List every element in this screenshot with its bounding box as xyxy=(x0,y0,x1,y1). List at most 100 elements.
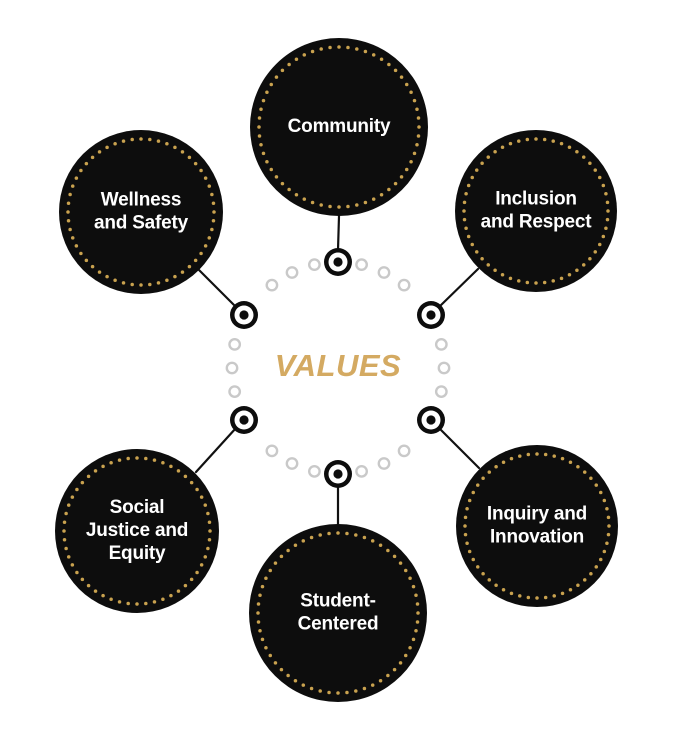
gold-dot xyxy=(101,464,105,469)
gold-dot xyxy=(310,200,315,205)
gold-dot xyxy=(86,474,91,479)
hub-upper-right[interactable] xyxy=(417,301,445,329)
gold-dot xyxy=(575,268,579,272)
gold-dot xyxy=(203,555,208,559)
gold-dot xyxy=(79,251,83,256)
gold-dot xyxy=(355,203,359,207)
gold-dot xyxy=(109,460,113,465)
gold-dot xyxy=(336,691,340,695)
ring-dot xyxy=(434,385,448,398)
gold-dot xyxy=(336,531,340,535)
gold-dot xyxy=(203,503,208,507)
gold-dot xyxy=(207,538,212,542)
gold-dot xyxy=(567,145,572,149)
gold-dot xyxy=(199,495,204,499)
gold-dot xyxy=(309,686,314,691)
gold-dot xyxy=(354,689,358,693)
gold-dot xyxy=(467,549,472,554)
gold-dot xyxy=(256,611,260,615)
ring-dot xyxy=(377,457,391,470)
gold-dot xyxy=(302,53,307,57)
gold-dot xyxy=(144,456,148,461)
gold-dot xyxy=(74,176,79,180)
gold-dot xyxy=(494,465,498,469)
ring-dot xyxy=(377,266,391,279)
gold-dot xyxy=(207,520,212,524)
gold-dot xyxy=(206,511,210,516)
gold-dot xyxy=(475,168,479,172)
gold-dot xyxy=(598,175,602,180)
gold-dot xyxy=(371,53,376,57)
gold-dot xyxy=(269,82,274,87)
gold-dot xyxy=(552,594,556,598)
gold-dot xyxy=(567,273,572,277)
gold-dot xyxy=(464,192,468,196)
gold-dot xyxy=(518,454,522,458)
hub-lower-right[interactable] xyxy=(417,406,445,434)
gold-dot xyxy=(206,546,210,551)
gold-dot xyxy=(399,175,404,179)
gold-dot xyxy=(152,600,157,604)
connector-lines xyxy=(194,214,481,526)
gold-dot xyxy=(265,90,269,95)
gold-dot xyxy=(552,454,556,458)
gold-dot xyxy=(101,593,105,598)
gold-dot xyxy=(97,150,102,154)
gold-dot xyxy=(393,68,398,73)
gold-dot xyxy=(70,563,75,567)
gold-dot xyxy=(64,546,68,551)
center-ring-dots xyxy=(225,258,451,478)
gold-dot xyxy=(169,593,173,598)
gold-dot xyxy=(90,264,95,269)
value-circle-student-centered[interactable]: Student-Centered xyxy=(249,524,427,702)
gold-dot xyxy=(415,107,419,111)
gold-dot xyxy=(121,281,126,285)
gold-dot xyxy=(386,548,390,553)
gold-dot xyxy=(268,568,273,573)
gold-dot xyxy=(581,155,586,159)
circle-fill-wellness-and-safety xyxy=(59,130,223,294)
hub-lower-left[interactable] xyxy=(230,406,258,434)
gold-dot xyxy=(126,456,130,461)
gold-dot xyxy=(481,571,485,576)
hub-bottom[interactable] xyxy=(324,460,352,488)
gold-dot xyxy=(75,570,79,575)
gold-dot xyxy=(398,561,403,565)
gold-dot xyxy=(601,183,606,188)
gold-dot xyxy=(294,192,299,197)
gold-dot xyxy=(274,75,279,79)
hub-top[interactable] xyxy=(324,248,352,276)
gold-dot xyxy=(354,533,358,537)
gold-dot xyxy=(588,161,592,166)
gold-dot xyxy=(559,276,564,281)
value-circle-community[interactable]: Community xyxy=(250,38,428,216)
gold-dot xyxy=(287,187,291,192)
gold-dot xyxy=(568,588,573,592)
gold-dot xyxy=(568,460,573,464)
gold-dot xyxy=(176,469,181,473)
circle-fill-inclusion-and-respect xyxy=(455,130,617,292)
gold-dot-border-inclusion-and-respect xyxy=(462,137,610,285)
gold-dot xyxy=(517,139,521,143)
gold-dot xyxy=(462,209,466,213)
gold-dot xyxy=(534,281,538,285)
connector-social-justice-and-equity xyxy=(194,426,238,474)
gold-dot xyxy=(211,219,216,223)
gold-dot xyxy=(139,137,143,141)
ring-dot xyxy=(285,457,299,470)
hub-upper-left[interactable] xyxy=(230,301,258,329)
label-line: Community xyxy=(288,116,391,137)
gold-dot xyxy=(517,279,521,283)
gold-dot xyxy=(264,576,268,581)
gold-dot xyxy=(62,538,67,542)
gold-dot xyxy=(68,192,72,197)
hub-core-dot xyxy=(239,310,249,320)
gold-dot xyxy=(286,673,290,678)
label-line: Justice and xyxy=(86,520,188,541)
ring-dot xyxy=(397,444,411,458)
